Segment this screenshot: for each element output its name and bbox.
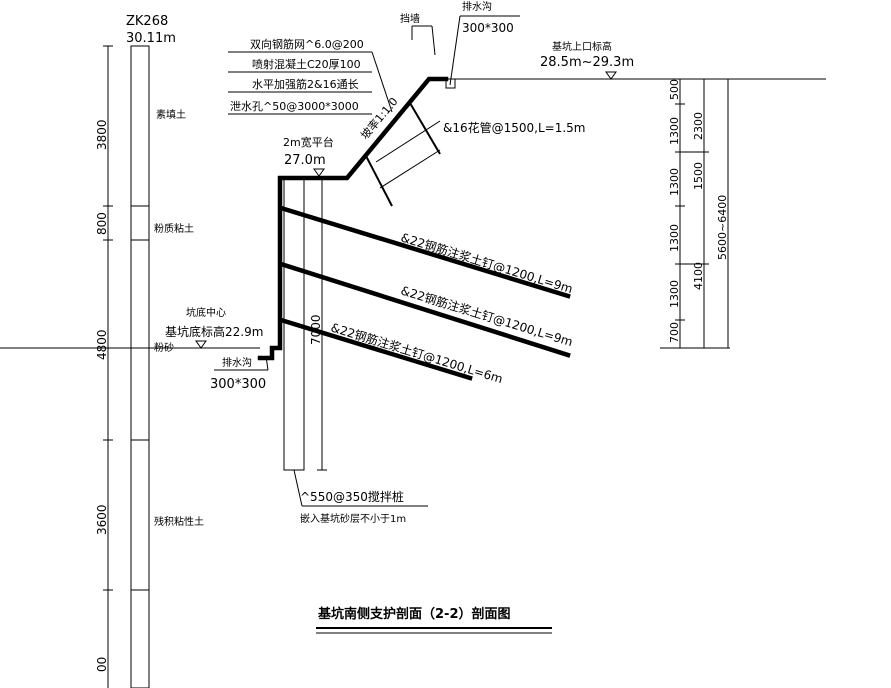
soil-nail-label-2: &22钢筋注浆土钉@1200,L=9m <box>399 283 575 350</box>
note-shotcrete: 喷射混凝土C20厚100 <box>252 57 361 71</box>
layer-thickness-2: 800 <box>95 212 109 235</box>
slope-nail-label: &16花管@1500,L=1.5m <box>443 120 586 135</box>
dim-right-2: 1300 <box>668 117 681 145</box>
dim-total: 5600~6400 <box>716 195 729 260</box>
layer-thickness-5: 00 <box>95 657 109 672</box>
layer-soil-4: 残积粘性土 <box>154 515 204 528</box>
borehole-column: ZK268 30.11m 3800 800 4800 3600 00 素填土 粉… <box>95 14 204 688</box>
dim-right-1: 500 <box>668 79 681 100</box>
layer-soil-1: 素填土 <box>156 108 186 121</box>
soil-nail-1 <box>278 205 571 299</box>
soil-nail-2 <box>278 261 571 358</box>
platform-label: 2m宽平台 <box>283 135 334 149</box>
bottom-label-2: 基坑底标高22.9m <box>165 324 263 339</box>
layer-thickness-4: 3600 <box>95 504 109 535</box>
borehole-top-elev: 30.11m <box>126 31 176 46</box>
slope-nail-2 <box>409 102 441 155</box>
bottom-label-1: 坑底中心 <box>186 306 226 319</box>
layer-silty-clay <box>130 205 150 241</box>
dim-right-5: 1300 <box>668 280 681 308</box>
layer-silt-sand <box>130 239 150 441</box>
slope-nail-1 <box>364 153 393 207</box>
layer-thickness-3: 4800 <box>95 329 109 360</box>
dim-mid-1: 2300 <box>692 112 705 140</box>
dim-mid-2: 1500 <box>692 162 705 190</box>
drawing-title: 基坑南侧支护剖面（2-2）剖面图 <box>317 606 511 622</box>
layer-fill-fill <box>130 45 150 207</box>
note-mesh: 双向钢筋网^6.0@200 <box>250 37 364 51</box>
layer-bottom <box>130 589 150 688</box>
layer-residual-clay <box>130 439 150 591</box>
bottom-ditch-size: 300*300 <box>210 377 266 392</box>
bottom-ditch-label: 排水沟 <box>222 356 252 369</box>
dim-mid-3: 4100 <box>692 262 705 290</box>
soil-nail-3 <box>278 317 473 381</box>
note-reinforce: 水平加强筋2&16通长 <box>252 77 359 91</box>
pile-note: 嵌入基坑砂层不小于1m <box>300 512 406 525</box>
soil-nail-label-3: &22钢筋注浆土钉@1200,L=6m <box>329 320 505 387</box>
note-drain-hole: 泄水孔^50@3000*3000 <box>230 100 359 113</box>
layer-thickness-1: 3800 <box>95 119 109 150</box>
layer-soil-2: 粉质粘土 <box>154 222 194 235</box>
pile-spec: ^550@350搅拌桩 <box>300 489 404 504</box>
top-ditch-label: 排水沟 <box>462 0 492 13</box>
support-profile <box>257 76 571 381</box>
soil-nail-label-1: &22钢筋注浆土钉@1200,L=9m <box>399 230 575 297</box>
pile-length: 7000 <box>309 314 323 345</box>
dim-right-4: 1300 <box>668 224 681 252</box>
dim-right-3: 1300 <box>668 168 681 196</box>
ground-elev-label: 基坑上口标高 <box>552 40 612 53</box>
top-ditch-size: 300*300 <box>462 21 514 35</box>
ground-elev: 28.5m~29.3m <box>540 55 634 70</box>
platform-elev: 27.0m <box>284 153 326 168</box>
dim-right-6: 700 <box>668 322 681 343</box>
facing-notes: 双向钢筋网^6.0@200 喷射混凝土C20厚100 水平加强筋2&16通长 泄… <box>228 37 393 115</box>
borehole-id: ZK268 <box>126 14 168 29</box>
parapet-label: 挡墙 <box>400 12 420 25</box>
dimension-chain: 500 1300 1300 1300 1300 700 2300 1500 41… <box>660 78 733 349</box>
